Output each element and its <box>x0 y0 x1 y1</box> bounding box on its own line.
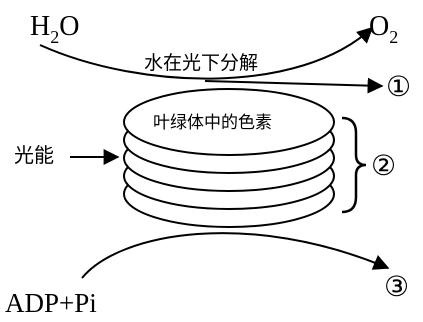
adp-to-product-3-arrow <box>81 232 390 279</box>
product-3-label: ③ <box>384 272 409 303</box>
curly-brace <box>341 116 367 214</box>
oxygen-label: O2 <box>369 11 398 47</box>
thylakoid-disc <box>123 88 335 156</box>
product-1-label: ① <box>386 72 411 103</box>
pigments-label: 叶绿体中的色素 <box>153 113 272 133</box>
light-energy-label: 光能 <box>14 143 54 167</box>
product-2-label: ② <box>371 151 396 182</box>
thylakoid-stack <box>123 88 335 228</box>
water-split-label: 水在光下分解 <box>144 52 258 74</box>
product-1-arrow <box>204 77 384 94</box>
adp-pi-label: ADP+Pi <box>5 288 97 318</box>
water-to-oxygen-arrow <box>39 26 374 80</box>
water-label: H2O <box>30 11 79 47</box>
